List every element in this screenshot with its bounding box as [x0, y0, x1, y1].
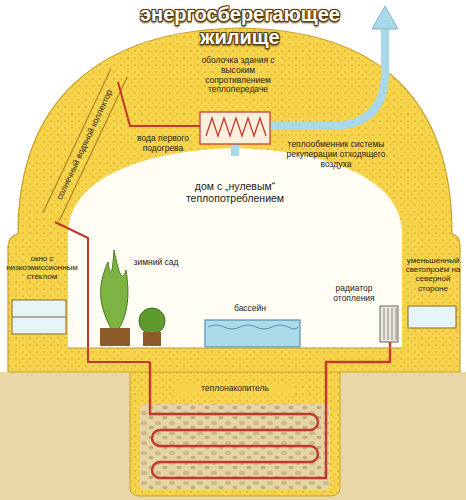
window-frame — [12, 317, 66, 318]
part-label: бассейн — [222, 304, 278, 314]
exhaust-duct — [231, 144, 239, 156]
exhaust-duct — [270, 28, 385, 126]
plant — [139, 308, 165, 334]
radiator — [380, 306, 398, 342]
collector-edge — [43, 69, 111, 213]
part-label: дом с „нулевым“ теплопотреблением — [175, 180, 295, 204]
heat-exchanger — [200, 112, 270, 144]
window — [408, 306, 456, 328]
diagram-title: энергосберегающее жилище — [100, 3, 380, 49]
part-label: радиатор отопления — [322, 284, 386, 304]
house-interior — [68, 148, 402, 348]
floor — [68, 348, 402, 349]
water-pipe — [118, 82, 200, 126]
exhaust-arrow — [372, 6, 398, 29]
heat-store-coil — [150, 342, 390, 478]
part-label: зимний сад — [132, 258, 180, 268]
plant-pot — [143, 332, 161, 346]
ground — [0, 372, 466, 500]
building-shell — [8, 28, 460, 372]
part-label: оболочка здания с высоким сопротивлением… — [188, 56, 288, 95]
pool-water — [208, 325, 298, 329]
part-label: уменьшенный светопроём на северной сторо… — [402, 256, 464, 293]
collector-edge — [59, 77, 127, 221]
plant-pot — [100, 328, 130, 346]
window — [12, 300, 66, 334]
part-label: вода первого подогрева — [128, 134, 198, 154]
exchanger-coil — [206, 118, 266, 136]
plant — [101, 250, 128, 330]
part-label: теплонакопитель — [175, 384, 295, 394]
part-label: окно с низкоэмиссионным стеклом — [2, 254, 82, 282]
pool — [205, 320, 300, 347]
radiator-fins — [384, 308, 396, 340]
water-pipe — [55, 222, 150, 362]
part-label: теплообменник системы рекуперации отходя… — [284, 140, 388, 169]
